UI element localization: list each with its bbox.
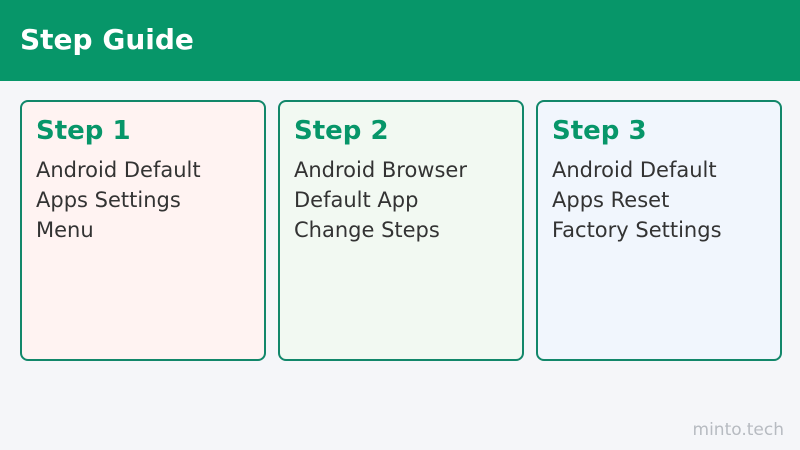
step-title: Step 1 — [36, 116, 131, 146]
step-line: Android Browser — [294, 158, 467, 182]
step-line: Android Default — [36, 158, 201, 182]
step-line: Factory Settings — [552, 218, 722, 242]
step-line: Apps Reset — [552, 188, 670, 212]
watermark-text: minto.tech — [692, 420, 784, 440]
step-card-1: Step 1 Android Default Apps Settings Men… — [20, 100, 266, 361]
step-card-3: Step 3 Android Default Apps Reset Factor… — [536, 100, 782, 361]
step-description: Android Default Apps Reset Factory Setti… — [552, 155, 766, 245]
step-title: Step 3 — [552, 116, 647, 146]
step-line: Change Steps — [294, 218, 440, 242]
step-card-2: Step 2 Android Browser Default App Chang… — [278, 100, 524, 361]
step-line: Menu — [36, 218, 94, 242]
page-title: Step Guide — [20, 23, 194, 56]
step-title: Step 2 — [294, 116, 389, 146]
step-description: Android Browser Default App Change Steps — [294, 155, 508, 245]
step-description: Android Default Apps Settings Menu — [36, 155, 250, 245]
step-line: Android Default — [552, 158, 717, 182]
step-line: Default App — [294, 188, 419, 212]
header-bar: Step Guide — [0, 0, 800, 81]
step-line: Apps Settings — [36, 188, 181, 212]
